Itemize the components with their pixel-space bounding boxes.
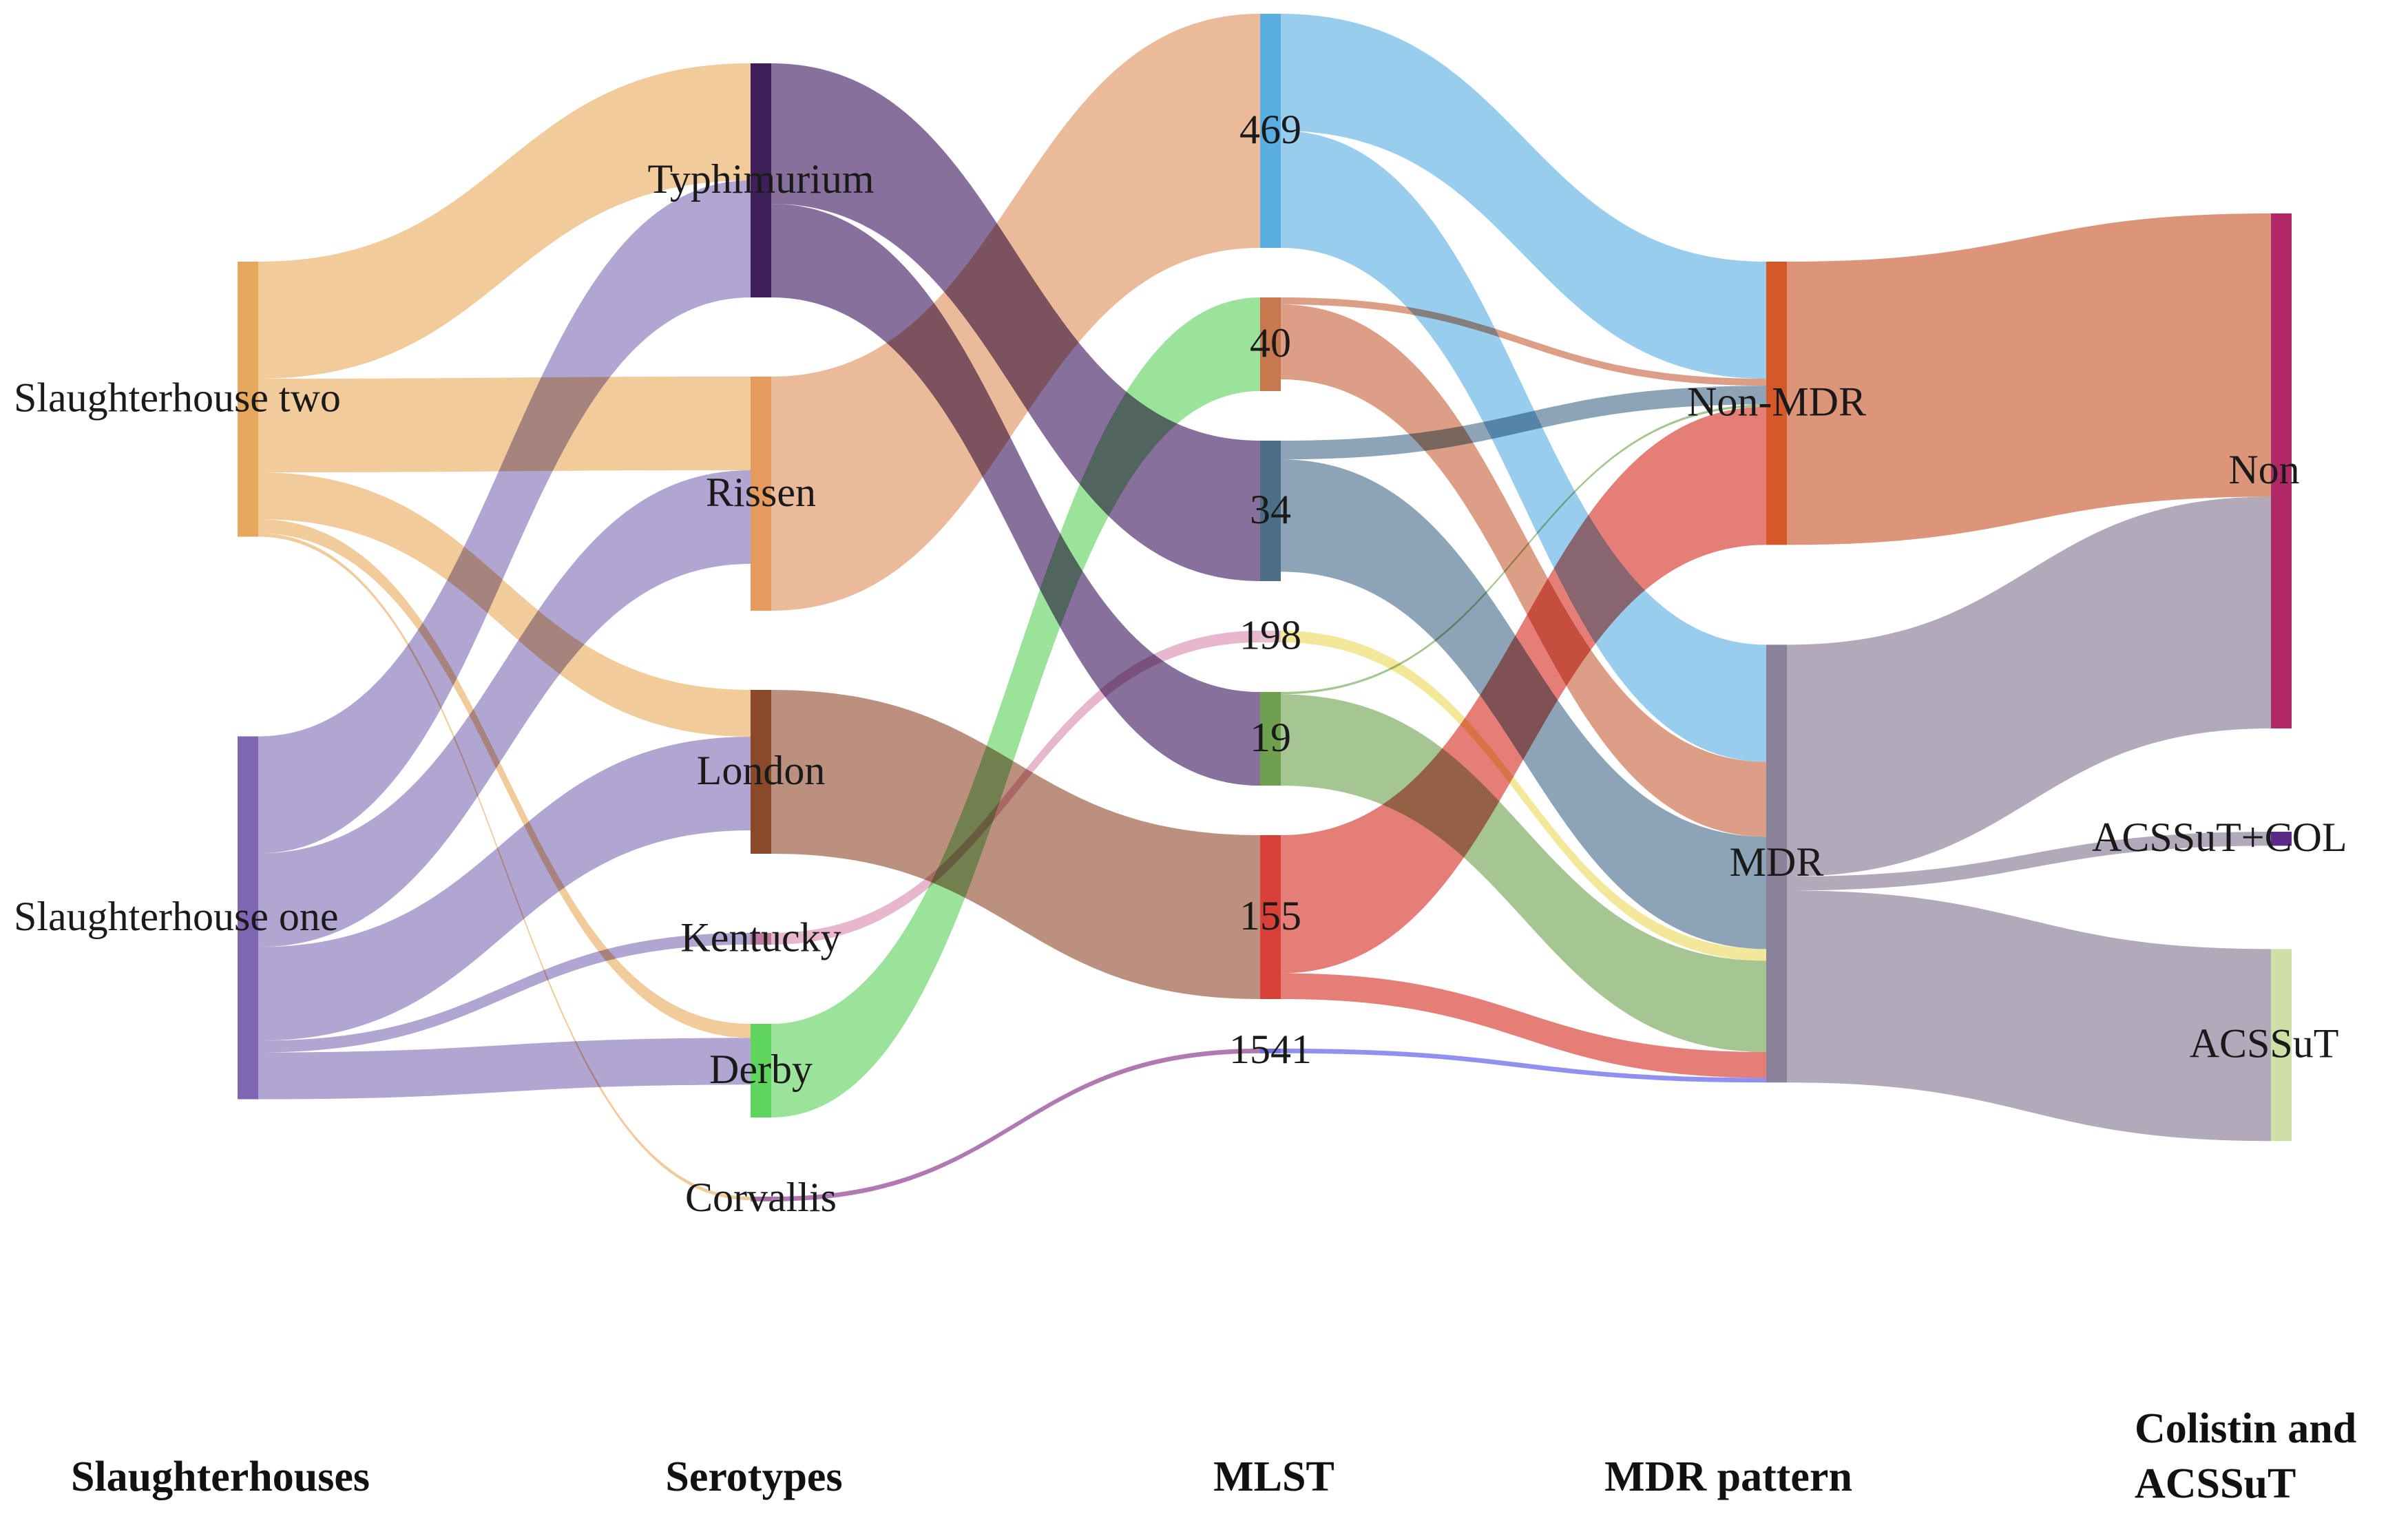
link-sh2-to-ris <box>258 377 751 472</box>
node-non <box>2271 213 2292 728</box>
sankey-nodes <box>238 14 2292 1201</box>
node-acs <box>2271 949 2292 1142</box>
node-m19 <box>1260 692 1281 786</box>
node-m198 <box>1260 631 1281 642</box>
node-label-der: Derby <box>709 1047 813 1092</box>
node-m155 <box>1260 835 1281 999</box>
node-m469 <box>1260 14 1281 248</box>
node-ken <box>751 933 771 945</box>
node-mdr <box>1766 644 1787 1083</box>
link-m40-to-nonmdr <box>1281 297 1766 386</box>
link-mdr-to-acs <box>1787 890 2271 1142</box>
link-ris-to-m469 <box>771 14 1260 611</box>
node-label-acs: ACSSuT <box>2190 1021 2339 1067</box>
node-label-typ: Typhimurium <box>647 156 874 202</box>
node-sh2 <box>238 262 258 537</box>
node-ris <box>751 377 771 611</box>
link-m155-to-nonmdr <box>1281 406 1766 974</box>
node-m34 <box>1260 441 1281 581</box>
link-m469-to-nonmdr <box>1281 14 1766 379</box>
node-label-lon: London <box>697 748 826 793</box>
node-typ <box>751 63 771 297</box>
link-sh1-to-der <box>258 1038 751 1100</box>
link-m469-to-mdr <box>1281 131 1766 762</box>
link-m19-to-nonmdr <box>1281 404 1766 695</box>
link-m155-to-mdr <box>1281 973 1766 1078</box>
stage-label-s5-line-1: ACSSuT <box>2135 1460 2296 1507</box>
node-label-m34: 34 <box>1250 487 1291 532</box>
link-der-to-m40 <box>771 297 1260 1117</box>
node-sh1 <box>238 736 258 1100</box>
link-m1541-to-mdr <box>1281 1049 1766 1083</box>
node-label-cor: Corvallis <box>685 1175 837 1220</box>
node-m40 <box>1260 297 1281 391</box>
node-label-sh2: Slaughterhouse two <box>14 375 341 421</box>
node-label-ken: Kentucky <box>680 914 841 960</box>
node-label-m1541: 1541 <box>1229 1027 1312 1072</box>
node-label-m40: 40 <box>1250 320 1291 366</box>
stage-label-s2: Serotypes <box>665 1453 842 1500</box>
node-acol <box>2271 832 2292 846</box>
link-sh1-to-ken <box>258 933 751 1053</box>
node-label-m19: 19 <box>1250 715 1291 760</box>
link-mdr-to-non <box>1787 496 2271 876</box>
stage-labels: Slaughterhouses Serotypes MLST MDR pattern C… <box>71 1405 2356 1507</box>
link-sh2-to-lon <box>258 472 751 737</box>
node-label-nonmdr: Non-MDR <box>1687 379 1866 424</box>
node-label-ris: Rissen <box>706 470 816 515</box>
stage-label-s5-line-0: Colistin and <box>2135 1405 2356 1452</box>
link-m40-to-mdr <box>1281 304 1766 837</box>
node-cor <box>751 1197 771 1201</box>
node-label-m469: 469 <box>1239 107 1301 152</box>
link-lon-to-m155 <box>771 690 1260 999</box>
node-label-m198: 198 <box>1239 612 1301 658</box>
node-label-sh1: Slaughterhouse one <box>14 894 339 939</box>
node-label-acol: ACSSuT+COL <box>2092 815 2347 860</box>
link-cor-to-m1541 <box>771 1049 1260 1201</box>
link-m198-to-mdr <box>1281 631 1766 961</box>
link-ken-to-m198 <box>771 631 1260 945</box>
node-label-non: Non <box>2228 447 2299 492</box>
link-m34-to-nonmdr <box>1281 386 1766 460</box>
stage-label-s1: Slaughterhouses <box>71 1453 370 1500</box>
link-sh2-to-der <box>258 519 751 1038</box>
link-typ-to-m19 <box>771 204 1260 786</box>
link-mdr-to-acol <box>1787 832 2271 891</box>
link-sh1-to-typ <box>258 180 751 854</box>
node-nonmdr <box>1766 262 1787 545</box>
link-sh1-to-lon <box>258 737 751 1041</box>
link-m19-to-mdr <box>1281 694 1766 1052</box>
node-label-m155: 155 <box>1239 893 1301 938</box>
node-label-mdr: MDR <box>1730 839 1824 885</box>
node-m1541 <box>1260 1049 1281 1053</box>
link-sh2-to-typ <box>258 63 751 379</box>
link-sh1-to-ris <box>258 470 751 947</box>
stage-label-s3: MLST <box>1213 1453 1334 1500</box>
node-der <box>751 1024 771 1117</box>
link-nonmdr-to-non <box>1787 213 2271 545</box>
sankey-links <box>258 14 2271 1201</box>
node-lon <box>751 690 771 854</box>
stage-label-s4: MDR pattern <box>1604 1453 1852 1500</box>
